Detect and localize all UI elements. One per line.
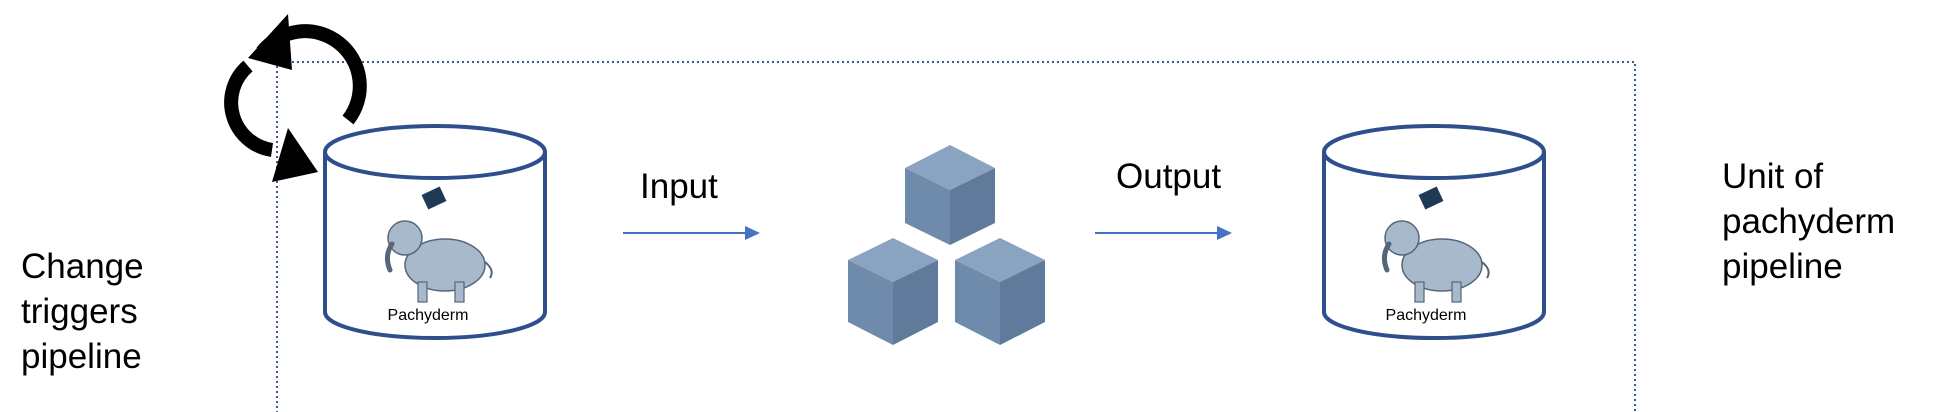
- compute-cubes-icon: [848, 145, 1045, 345]
- input-arrow: [623, 226, 760, 240]
- output-repo-cylinder: Pachyderm: [1322, 124, 1546, 340]
- left-caption-line: triggers: [21, 292, 138, 331]
- output-label: Output: [1116, 157, 1221, 196]
- repo-label-in: Pachyderm: [388, 307, 469, 324]
- right-caption-line: Unit of: [1722, 157, 1824, 196]
- output-arrow: [1095, 226, 1232, 240]
- right-caption-line: pachyderm: [1722, 202, 1896, 241]
- data-square-icon: [421, 186, 447, 210]
- left-caption-line: Change: [21, 247, 144, 286]
- repo-label-out: Pachyderm: [1386, 307, 1467, 324]
- elephant-icon: [384, 220, 493, 303]
- left-caption: Change triggers pipeline: [21, 244, 144, 379]
- data-square-icon: [1418, 186, 1444, 210]
- input-label: Input: [640, 167, 718, 206]
- refresh-icon: [224, 14, 367, 182]
- pipeline-boundary: [276, 61, 1636, 412]
- right-caption: Unit of pachyderm pipeline: [1722, 154, 1895, 289]
- left-caption-line: pipeline: [21, 337, 142, 376]
- elephant-icon: [1381, 220, 1490, 303]
- right-caption-line: pipeline: [1722, 247, 1843, 286]
- input-repo-cylinder: Pachyderm: [323, 124, 547, 340]
